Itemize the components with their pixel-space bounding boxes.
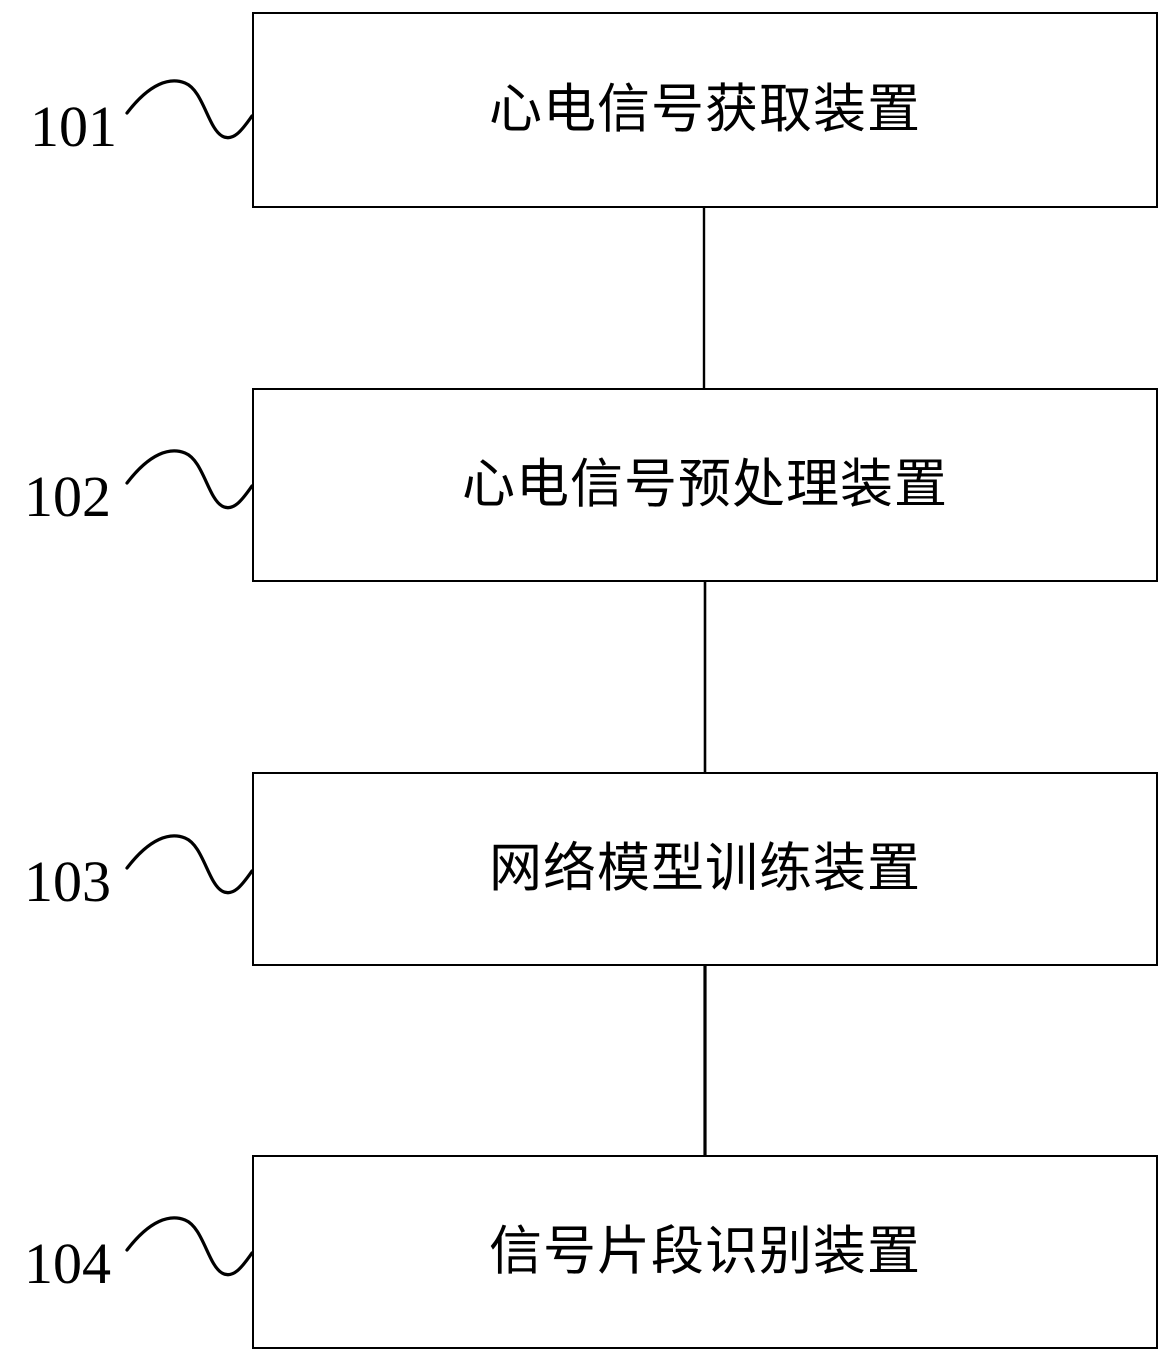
squiggle-leader-icon-104 — [125, 1216, 254, 1277]
squiggle-leader-icon-103 — [125, 834, 254, 895]
reference-numeral-104: 104 — [24, 1231, 111, 1296]
reference-numeral-101: 101 — [30, 94, 117, 159]
node-label-103: 网络模型训练装置 — [489, 839, 921, 898]
squiggle-leader-icon-102 — [125, 449, 254, 510]
node-box-103[interactable]: 网络模型训练装置 — [252, 772, 1158, 966]
node-box-104[interactable]: 信号片段识别装置 — [252, 1155, 1158, 1349]
squiggle-leader-icon-101 — [125, 79, 254, 140]
node-label-101: 心电信号获取装置 — [489, 80, 921, 139]
node-label-104: 信号片段识别装置 — [489, 1222, 921, 1281]
node-box-101[interactable]: 心电信号获取装置 — [252, 12, 1158, 208]
reference-numeral-103: 103 — [24, 849, 111, 914]
reference-numeral-102: 102 — [24, 464, 111, 529]
node-label-102: 心电信号预处理装置 — [462, 455, 948, 514]
node-box-102[interactable]: 心电信号预处理装置 — [252, 388, 1158, 582]
